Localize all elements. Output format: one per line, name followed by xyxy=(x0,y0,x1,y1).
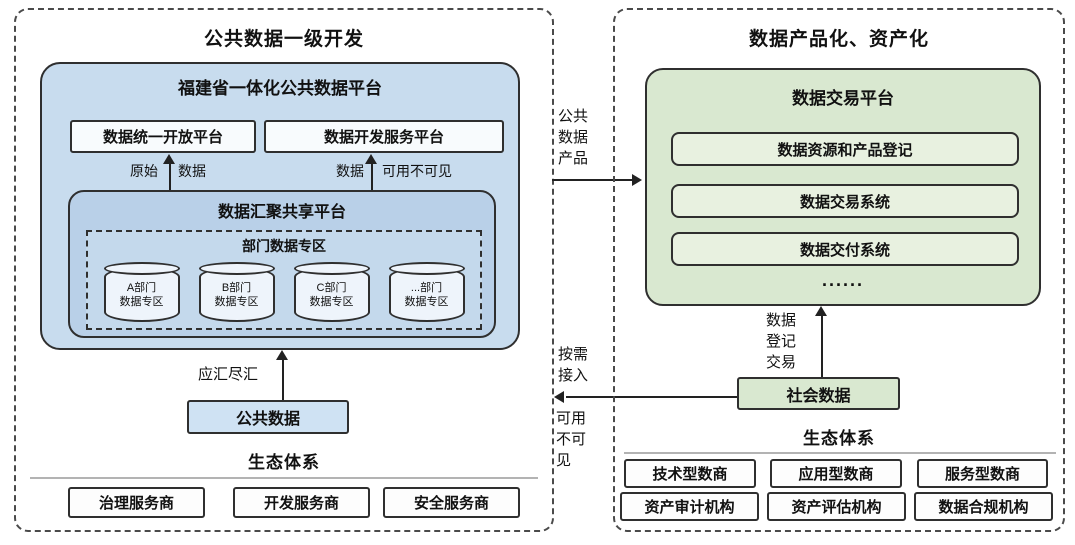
provider-security-box: 安全服务商 xyxy=(383,487,520,518)
left-eco-title: 生态体系 xyxy=(248,453,320,472)
org-service-merchant-box: 服务型数商 xyxy=(917,459,1048,488)
cylinder-label: B部门 数据专区 xyxy=(214,282,259,309)
arrow-product-head-icon xyxy=(632,174,642,186)
left-eco-divider xyxy=(30,477,538,479)
db-cylinder-a: A部门 数据专区 xyxy=(103,262,180,322)
right-eco-divider xyxy=(624,452,1056,454)
cylinder-label: A部门 数据专区 xyxy=(119,282,164,309)
cylinder-label: C部门 数据专区 xyxy=(309,282,354,309)
trading-platform-box: 数据交易平台 数据资源和产品登记 数据交易系统 数据交付系统 ...... xyxy=(645,68,1041,306)
system-delivery-box: 数据交付系统 xyxy=(671,232,1019,266)
register-trade-label: 数据 登记 交易 xyxy=(766,312,797,371)
db-cylinder-c: C部门 数据专区 xyxy=(293,262,370,322)
org-compliance-box: 数据合规机构 xyxy=(914,492,1053,521)
raw-label: 原始 xyxy=(130,163,158,179)
fujian-platform-title: 福建省一体化公共数据平台 xyxy=(178,79,382,98)
share-platform-box: 数据汇聚共享平台 部门数据专区 A部门 数据专区 B部门 数据专区 xyxy=(68,190,496,338)
arrow-register-head-icon xyxy=(815,306,827,316)
org-audit-box: 资产审计机构 xyxy=(620,492,759,521)
data-label-right: 数据 xyxy=(336,163,364,179)
social-data-box: 社会数据 xyxy=(737,377,900,410)
org-app-merchant-box: 应用型数商 xyxy=(770,459,902,488)
arrow-register-line xyxy=(821,314,823,377)
arrow-ondemand-line xyxy=(566,396,737,398)
right-eco-title: 生态体系 xyxy=(803,429,875,448)
dept-zone-box: 部门数据专区 A部门 数据专区 B部门 数据专区 xyxy=(86,230,482,330)
cylinder-row: A部门 数据专区 B部门 数据专区 C部门 数据专区 xyxy=(94,262,474,322)
cylinder-body-icon xyxy=(293,267,370,322)
fujian-platform-box: 福建省一体化公共数据平台 数据统一开放平台 数据开发服务平台 原始 数据 数据 … xyxy=(40,62,520,350)
cylinder-top-icon xyxy=(103,262,180,275)
provider-development-box: 开发服务商 xyxy=(233,487,370,518)
arrow-ondemand-head-icon xyxy=(554,391,564,403)
public-data-box: 公共数据 xyxy=(187,400,349,434)
trading-platform-title: 数据交易平台 xyxy=(792,89,894,108)
arrow-raw-line xyxy=(169,162,171,190)
open-platform-box: 数据统一开放平台 xyxy=(70,120,256,153)
product-flow-label: 公共 数据 产品 xyxy=(558,108,589,167)
left-panel-border xyxy=(14,8,554,532)
share-platform-title: 数据汇聚共享平台 xyxy=(217,204,346,221)
dept-zone-title: 部门数据专区 xyxy=(242,238,326,254)
dev-platform-box: 数据开发服务平台 xyxy=(264,120,504,153)
system-registration-box: 数据资源和产品登记 xyxy=(671,132,1019,166)
cylinder-top-icon xyxy=(198,262,275,275)
cylinder-top-icon xyxy=(293,262,370,275)
provider-governance-box: 治理服务商 xyxy=(68,487,205,518)
arrow-visible-line xyxy=(371,162,373,190)
org-tech-merchant-box: 技术型数商 xyxy=(624,459,756,488)
more-systems-dots: ...... xyxy=(821,270,864,290)
db-cylinder-etc: ...部门 数据专区 xyxy=(388,262,465,322)
left-panel-title: 公共数据一级开发 xyxy=(203,29,364,50)
arrow-collect-head-icon xyxy=(276,350,288,360)
arrow-product-line xyxy=(552,179,634,181)
arrow-visible-head-icon xyxy=(365,154,377,164)
arrow-raw-head-icon xyxy=(163,154,175,164)
right-panel-title: 数据产品化、资产化 xyxy=(748,29,929,50)
arrow-collect-line xyxy=(282,358,284,400)
collect-label: 应汇尽汇 xyxy=(198,366,259,383)
org-valuation-box: 资产评估机构 xyxy=(767,492,906,521)
visible-label: 可用不可见 xyxy=(382,163,452,179)
right-panel-border xyxy=(613,8,1065,532)
usable-invisible-label: 可用 不可 见 xyxy=(556,410,587,469)
system-trading-box: 数据交易系统 xyxy=(671,184,1019,218)
cylinder-label: ...部门 数据专区 xyxy=(404,282,449,309)
db-cylinder-b: B部门 数据专区 xyxy=(198,262,275,322)
on-demand-label: 按需 接入 xyxy=(558,346,589,384)
data-label-left: 数据 xyxy=(178,163,206,179)
cylinder-top-icon xyxy=(388,262,465,275)
